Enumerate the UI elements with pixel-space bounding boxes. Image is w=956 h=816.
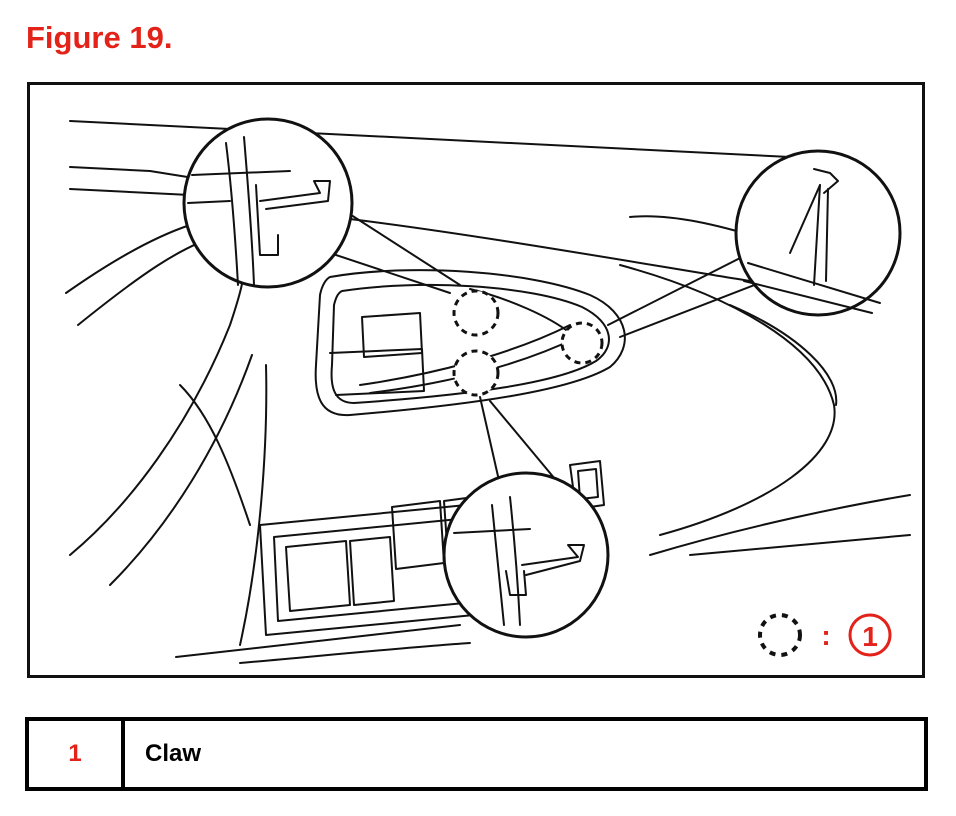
door-left-sweep-2 <box>109 354 253 586</box>
callout-leader-right <box>607 252 751 326</box>
callout-leader-left-2 <box>347 212 461 286</box>
trim-top-line <box>69 120 791 158</box>
armrest-right-arc-2 <box>729 304 838 406</box>
figure-title: Figure 19. <box>26 20 173 55</box>
door-left-sweep-3 <box>239 364 268 646</box>
dashed-circle-icon <box>758 613 802 657</box>
door-left-sweep <box>69 254 246 556</box>
legend-row: 1 Claw <box>25 717 928 791</box>
bottom-line-2 <box>239 642 471 664</box>
switch-raised-block-2 <box>577 468 599 500</box>
window-switch-1 <box>285 540 351 612</box>
detail-bubble-bottom <box>442 471 610 639</box>
door-left-sweep-4 <box>179 384 251 526</box>
armrest-lower-line <box>649 494 911 556</box>
diagram-frame: : 1 <box>27 82 925 678</box>
callout-leader-bottom <box>479 396 501 486</box>
numbered-circle-icon: 1 <box>848 613 892 657</box>
handle-recess-2 <box>329 348 425 396</box>
claw-marker-2 <box>452 349 500 397</box>
legend-label: Claw <box>121 717 928 791</box>
callout-leader-right-2 <box>619 278 771 338</box>
trim-top-line-3 <box>69 188 191 196</box>
door-trim-diagram: : 1 <box>65 117 911 664</box>
window-switch-2 <box>349 536 395 606</box>
trim-upper-edge <box>349 218 751 282</box>
handle-bezel-inner <box>330 283 610 404</box>
handle-bezel-outer <box>314 269 626 417</box>
trim-top-line-2 <box>69 166 201 180</box>
armrest-left-curve <box>65 224 191 294</box>
legend-number: 1 <box>25 717 125 791</box>
legend-table: 1 Claw <box>25 717 928 791</box>
callout-number: 1 <box>862 621 878 652</box>
claw-marker-1 <box>452 289 500 337</box>
claw-marker-3 <box>560 321 604 365</box>
bottom-line <box>175 624 461 658</box>
legend-separator: : <box>821 620 830 651</box>
armrest-lower-line-2 <box>689 534 911 556</box>
armrest-right-arc <box>619 264 836 536</box>
callout-leader-left <box>329 252 451 294</box>
detail-bubble-upper-left <box>182 117 354 289</box>
callout-leader-bottom-2 <box>489 400 561 486</box>
